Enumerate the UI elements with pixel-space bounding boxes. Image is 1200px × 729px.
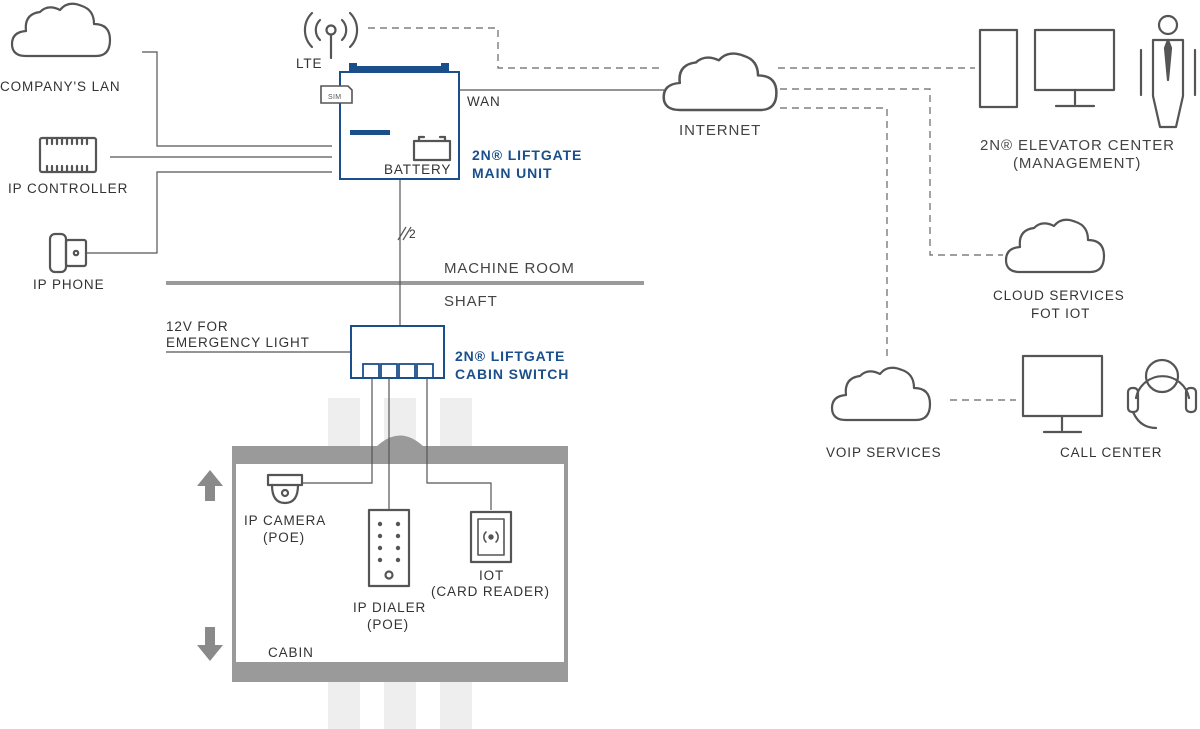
elevator-center-subtitle: (MANAGEMENT) xyxy=(1013,155,1141,172)
main-unit-subtitle: MAIN UNIT xyxy=(472,165,552,181)
liftgate-cabin-switch xyxy=(350,325,445,379)
elevator-shaft: CABIN xyxy=(232,398,568,729)
cabin-wall-left xyxy=(232,446,236,682)
main-unit-box xyxy=(339,71,460,180)
lte-antenna-icon xyxy=(303,11,359,60)
main-unit-slot xyxy=(350,130,390,135)
cloud-services-title: CLOUD SERVICES xyxy=(993,288,1125,303)
ip-dialer-sublabel: (POE) xyxy=(367,617,409,632)
liftgate-main-unit: WAN BATTERY xyxy=(339,63,501,180)
ip-phone-icon xyxy=(48,232,88,274)
wan-label: WAN xyxy=(467,94,501,109)
elevator-center-title: 2N® ELEVATOR CENTER xyxy=(980,137,1175,154)
cloud-services-subtitle: FOT IOT xyxy=(1031,306,1090,321)
wired-connections xyxy=(86,51,664,510)
sim-card-icon: SIM xyxy=(320,85,353,104)
iot-sublabel: (CARD READER) xyxy=(431,584,550,599)
machine-room-floor-line xyxy=(166,281,644,285)
battery-label: BATTERY xyxy=(384,162,451,177)
call-center-label: CALL CENTER xyxy=(1060,445,1162,460)
person-icon xyxy=(1139,14,1197,129)
emergency-light-label-2: EMERGENCY LIGHT xyxy=(166,335,310,350)
shaft-label: SHAFT xyxy=(444,293,498,310)
cabin-switch-title: 2N® LIFTGATE xyxy=(455,348,565,364)
network-links xyxy=(368,27,1016,401)
headset-icon xyxy=(1126,358,1198,430)
battery-icon xyxy=(412,135,452,162)
sim-label: SIM xyxy=(328,94,341,101)
main-unit-top-bar xyxy=(349,66,449,72)
voip-cloud-icon xyxy=(830,366,932,422)
cabin-roof xyxy=(232,446,568,464)
cloud-services-cloud-icon xyxy=(1004,218,1106,274)
switch-ports xyxy=(362,363,434,379)
dome-camera-icon xyxy=(266,473,304,505)
ip-dialer-label: IP DIALER xyxy=(353,600,426,615)
iot-label: IOT xyxy=(479,568,504,583)
monitor-icon xyxy=(1033,28,1116,108)
cabin-floor xyxy=(232,662,568,682)
ip-controller-label: IP CONTROLLER xyxy=(8,181,128,196)
main-unit-title: 2N® LIFTGATE xyxy=(472,147,582,163)
ip-controller-icon xyxy=(38,136,98,174)
cabin-label: CABIN xyxy=(268,645,314,660)
machine-room-label: MACHINE ROOM xyxy=(444,260,575,277)
lte-label: LTE xyxy=(296,56,322,71)
card-reader-icon xyxy=(469,510,513,564)
cabin-wall-right xyxy=(564,446,568,682)
company-lan-cloud-icon xyxy=(10,2,112,58)
ip-camera-sublabel: (POE) xyxy=(263,530,305,545)
server-tower-icon xyxy=(978,28,1019,109)
cable-count-label: 2 xyxy=(409,227,417,241)
company-lan-label: COMPANY'S LAN xyxy=(0,79,121,94)
arrow-up-icon xyxy=(197,470,223,501)
arrow-down-icon xyxy=(197,627,223,661)
ip-phone-label: IP PHONE xyxy=(33,277,104,292)
cabin-roof-dome xyxy=(376,435,424,447)
internet-cloud-icon xyxy=(662,52,778,112)
internet-label: INTERNET xyxy=(679,122,761,139)
cabin-switch-subtitle: CABIN SWITCH xyxy=(455,366,569,382)
ip-camera-label: IP CAMERA xyxy=(244,513,326,528)
voip-services-label: VOIP SERVICES xyxy=(826,445,942,460)
emergency-light-label-1: 12V FOR xyxy=(166,319,229,334)
keypad-icon xyxy=(367,508,411,588)
cabin-interior xyxy=(236,463,564,663)
call-center-monitor-icon xyxy=(1021,354,1104,434)
